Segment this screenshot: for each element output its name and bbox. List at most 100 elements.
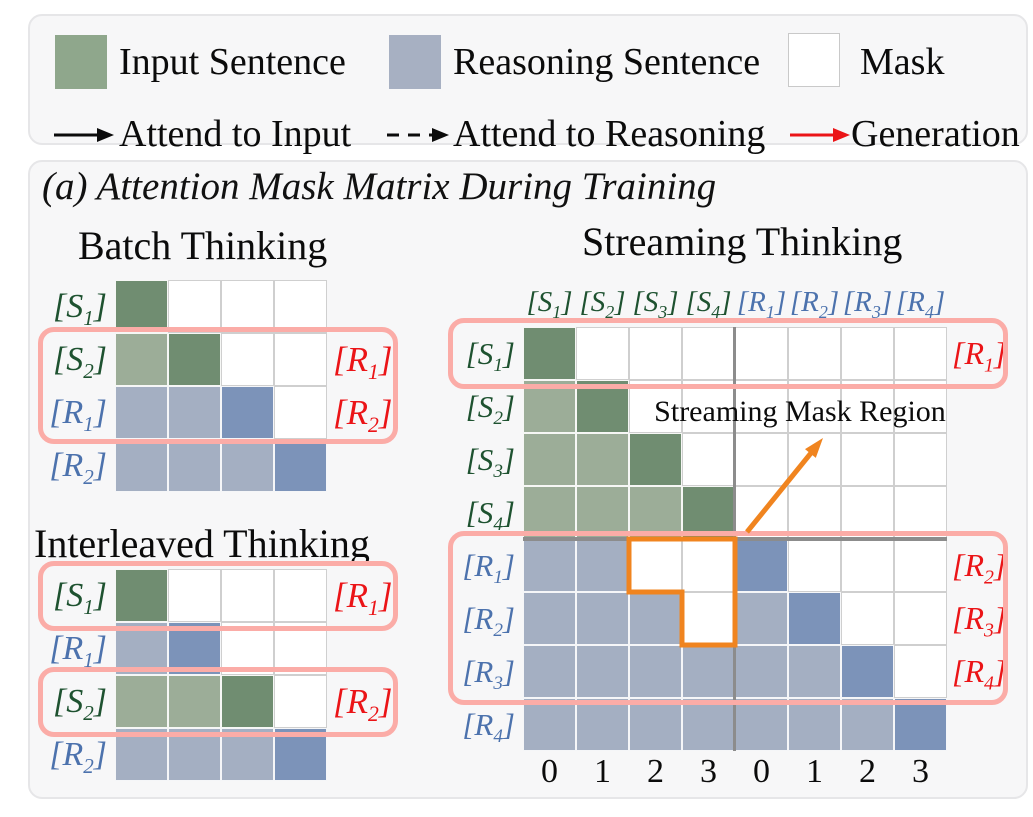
interleaved-generation-label: [R1] <box>333 576 393 620</box>
batch-cell <box>115 386 168 439</box>
streaming-axis-label: 0 <box>541 753 558 790</box>
streaming-cell <box>788 645 841 698</box>
batch-row-label: [S2] <box>52 341 107 383</box>
streaming-cell <box>629 433 682 486</box>
streaming-cell <box>682 698 735 751</box>
streaming-cell <box>788 592 841 645</box>
attend-to-reasoning-arrow-icon <box>387 128 449 142</box>
batch-cell <box>115 280 168 333</box>
batch-cell <box>274 333 327 386</box>
streaming-row-label: [S1] <box>465 336 515 377</box>
streaming-cell <box>788 698 841 751</box>
streaming-col-header: [R4] <box>895 286 946 322</box>
streaming-cell <box>735 539 788 592</box>
batch-row-label: [S1] <box>52 288 107 330</box>
input-sentence-label: Input Sentence <box>119 41 346 83</box>
streaming-row-label: [R3] <box>462 654 515 695</box>
input-sentence-swatch <box>55 35 107 89</box>
interleaved-cell <box>168 569 221 622</box>
generation-arrow-icon <box>790 128 850 142</box>
batch-cell <box>168 333 221 386</box>
streaming-axis-label: 2 <box>859 753 876 790</box>
streaming-cell <box>841 539 894 592</box>
batch-cell <box>221 280 274 333</box>
streaming-col-header: [S1] <box>526 286 573 322</box>
streaming-cell <box>576 539 629 592</box>
streaming-cell <box>629 327 682 380</box>
streaming-axis-label: 3 <box>700 753 717 790</box>
streaming-generation-highlight-box-2 <box>448 531 1008 705</box>
streaming-axis-label: 1 <box>806 753 823 790</box>
streaming-axis-label: 2 <box>647 753 664 790</box>
streaming-cell <box>523 645 576 698</box>
interleaved-cell <box>168 675 221 728</box>
interleaved-generation-highlight-box-1 <box>38 561 398 631</box>
streaming-cell <box>629 645 682 698</box>
interleaved-cell <box>221 569 274 622</box>
batch-generation-highlight-box <box>38 327 398 444</box>
interleaved-generation-highlight-box-2 <box>38 667 398 737</box>
batch-row-label: [R1] <box>49 394 107 436</box>
mask-label: Mask <box>860 41 945 83</box>
interleaved-row-label: [S1] <box>52 577 107 619</box>
interleaved-row-label: [R1] <box>49 630 107 672</box>
streaming-cell <box>894 698 947 751</box>
streaming-cell <box>894 486 947 539</box>
interleaved-cell <box>274 675 327 728</box>
streaming-col-header: [R1] <box>736 286 787 322</box>
streaming-row-label: [S3] <box>465 442 515 483</box>
streaming-cell <box>735 698 788 751</box>
streaming-cell <box>841 645 894 698</box>
batch-cell <box>168 280 221 333</box>
streaming-cell <box>788 327 841 380</box>
interleaved-cell <box>221 675 274 728</box>
batch-cell <box>168 439 221 492</box>
streaming-row-label: [S4] <box>465 495 515 536</box>
reasoning-sentence-label: Reasoning Sentence <box>453 41 761 83</box>
streaming-cell <box>841 698 894 751</box>
generation-label: Generation <box>851 113 1020 155</box>
streaming-row-label: [R4] <box>462 707 515 748</box>
streaming-cell <box>576 645 629 698</box>
streaming-cell <box>523 698 576 751</box>
streaming-cell <box>576 433 629 486</box>
streaming-cell <box>682 327 735 380</box>
streaming-cell <box>523 433 576 486</box>
streaming-cell <box>788 539 841 592</box>
streaming-cell <box>894 645 947 698</box>
streaming-generation-highlight-box-1 <box>448 318 1008 389</box>
batch-cell <box>274 280 327 333</box>
batch-cell <box>115 333 168 386</box>
streaming-cell <box>576 486 629 539</box>
panel-title: (a) Attention Mask Matrix During Trainin… <box>42 165 717 208</box>
batch-generation-label: [R2] <box>333 393 393 437</box>
interleaved-row-label: [R2] <box>49 736 107 778</box>
streaming-row-label: [R1] <box>462 548 515 589</box>
streaming-col-header: [S2] <box>579 286 626 322</box>
batch-cell <box>274 439 327 492</box>
batch-row-label: [R2] <box>49 447 107 489</box>
legend-panel: Input Sentence Reasoning Sentence Mask A… <box>28 14 1028 154</box>
batch-cell <box>274 386 327 439</box>
batch-cell <box>221 333 274 386</box>
streaming-cell <box>576 327 629 380</box>
streaming-cell <box>788 433 841 486</box>
interleaved-cell <box>115 675 168 728</box>
streaming-axis-label: 0 <box>753 753 770 790</box>
streaming-cell <box>682 433 735 486</box>
attend-to-reasoning-label: Attend to Reasoning <box>453 113 766 155</box>
streaming-row-label: [R2] <box>462 601 515 642</box>
batch-generation-label: [R1] <box>333 340 393 384</box>
streaming-col-header: [S3] <box>632 286 679 322</box>
interleaved-cell <box>115 569 168 622</box>
streaming-cell <box>576 592 629 645</box>
streaming-cell <box>894 433 947 486</box>
streaming-cell <box>523 327 576 380</box>
streaming-col-header: [R2] <box>789 286 840 322</box>
interleaved-generation-label: [R2] <box>333 682 393 726</box>
streaming-cell <box>629 698 682 751</box>
attend-to-input-label: Attend to Input <box>119 113 352 155</box>
streaming-cell <box>523 592 576 645</box>
streaming-col-header: [S4] <box>685 286 732 322</box>
